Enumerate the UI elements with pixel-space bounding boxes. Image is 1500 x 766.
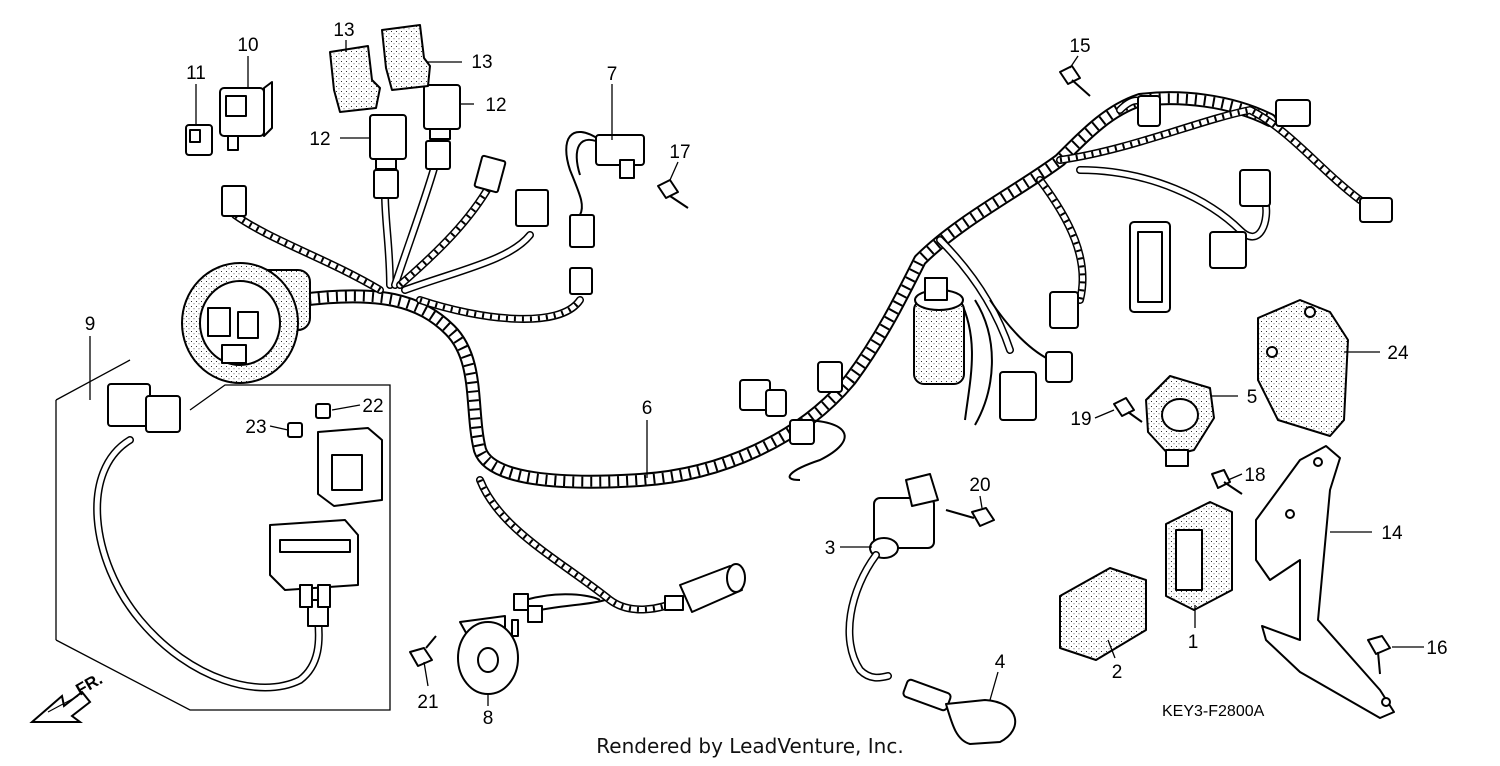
callout-17: 17 (669, 142, 690, 163)
fuse-22 (315, 403, 331, 419)
harness-capacitor (913, 277, 965, 385)
relay-12-upper (423, 84, 461, 140)
leader-lines (89, 40, 1424, 706)
part-14-bracket (1255, 445, 1395, 719)
part-5-sensor (1145, 375, 1215, 467)
callout-1: 1 (1188, 632, 1199, 653)
callout-6: 6 (642, 398, 653, 419)
bolt-19 (1113, 397, 1143, 423)
part-1-regulator (1165, 501, 1233, 611)
callout-24: 24 (1387, 343, 1409, 364)
callout-7: 7 (607, 64, 618, 85)
horn-leads (513, 593, 606, 623)
render-credit: Rendered by LeadVenture, Inc. (596, 734, 903, 758)
part-8-horn (457, 615, 519, 695)
main-wire-harness (231, 91, 1364, 614)
part-9-assembly-box (55, 359, 391, 711)
part-7-bracket-harness (565, 130, 645, 216)
callout-15: 15 (1069, 36, 1090, 57)
relay-cover-13-right (381, 24, 431, 91)
relay-cover-13-left (329, 45, 381, 113)
callout-4: 4 (995, 652, 1006, 673)
front-direction-indicator: FR. (29, 669, 106, 723)
callout-2: 2 (1112, 662, 1123, 683)
callout-19: 19 (1070, 409, 1091, 430)
callout-21: 21 (417, 692, 438, 713)
fuse-23 (287, 422, 303, 438)
callout-3: 3 (825, 538, 836, 559)
callout-23: 23 (245, 417, 266, 438)
callout-5: 5 (1247, 387, 1258, 408)
bolt-17 (657, 179, 689, 209)
callout-12-lower: 12 (309, 129, 330, 150)
bolt-16 (1367, 635, 1391, 675)
part-4-spark-plug-cap (902, 678, 1017, 745)
callout-13-right: 13 (471, 52, 492, 73)
bolt-18 (1211, 469, 1243, 495)
relay-10 (219, 81, 273, 151)
callout-14: 14 (1381, 523, 1403, 544)
callout-11: 11 (186, 63, 206, 84)
callout-8: 8 (483, 708, 494, 729)
callout-12-upper: 12 (485, 95, 506, 116)
fuse-box (269, 427, 383, 608)
callout-22: 22 (362, 396, 383, 417)
main-switch-body (181, 262, 311, 384)
bolt-21 (409, 635, 437, 667)
callout-13-left: 13 (333, 20, 354, 41)
callout-9: 9 (85, 314, 96, 335)
part-24-cover (1257, 299, 1349, 437)
callout-16: 16 (1426, 638, 1447, 659)
callout-18: 18 (1244, 465, 1265, 486)
part-3-ignition-coil (845, 473, 939, 682)
diagram-code: KEY3-F2800A (1162, 703, 1265, 720)
callout-numbers: 1 2 3 4 5 6 7 8 9 10 11 12 12 13 13 14 1… (85, 20, 1448, 729)
connector-11 (185, 124, 213, 156)
part-2-cdi-unit (1059, 567, 1147, 661)
bolt-20 (945, 507, 995, 527)
bolt-15 (1059, 65, 1091, 97)
harness-connectors-left (221, 140, 595, 295)
harness-connectors-right (739, 95, 1393, 445)
lower-condenser (664, 563, 746, 613)
relay-12-lower (369, 114, 407, 170)
callout-10: 10 (237, 35, 258, 56)
front-arrow-icon (29, 690, 92, 723)
callout-20: 20 (969, 475, 990, 496)
